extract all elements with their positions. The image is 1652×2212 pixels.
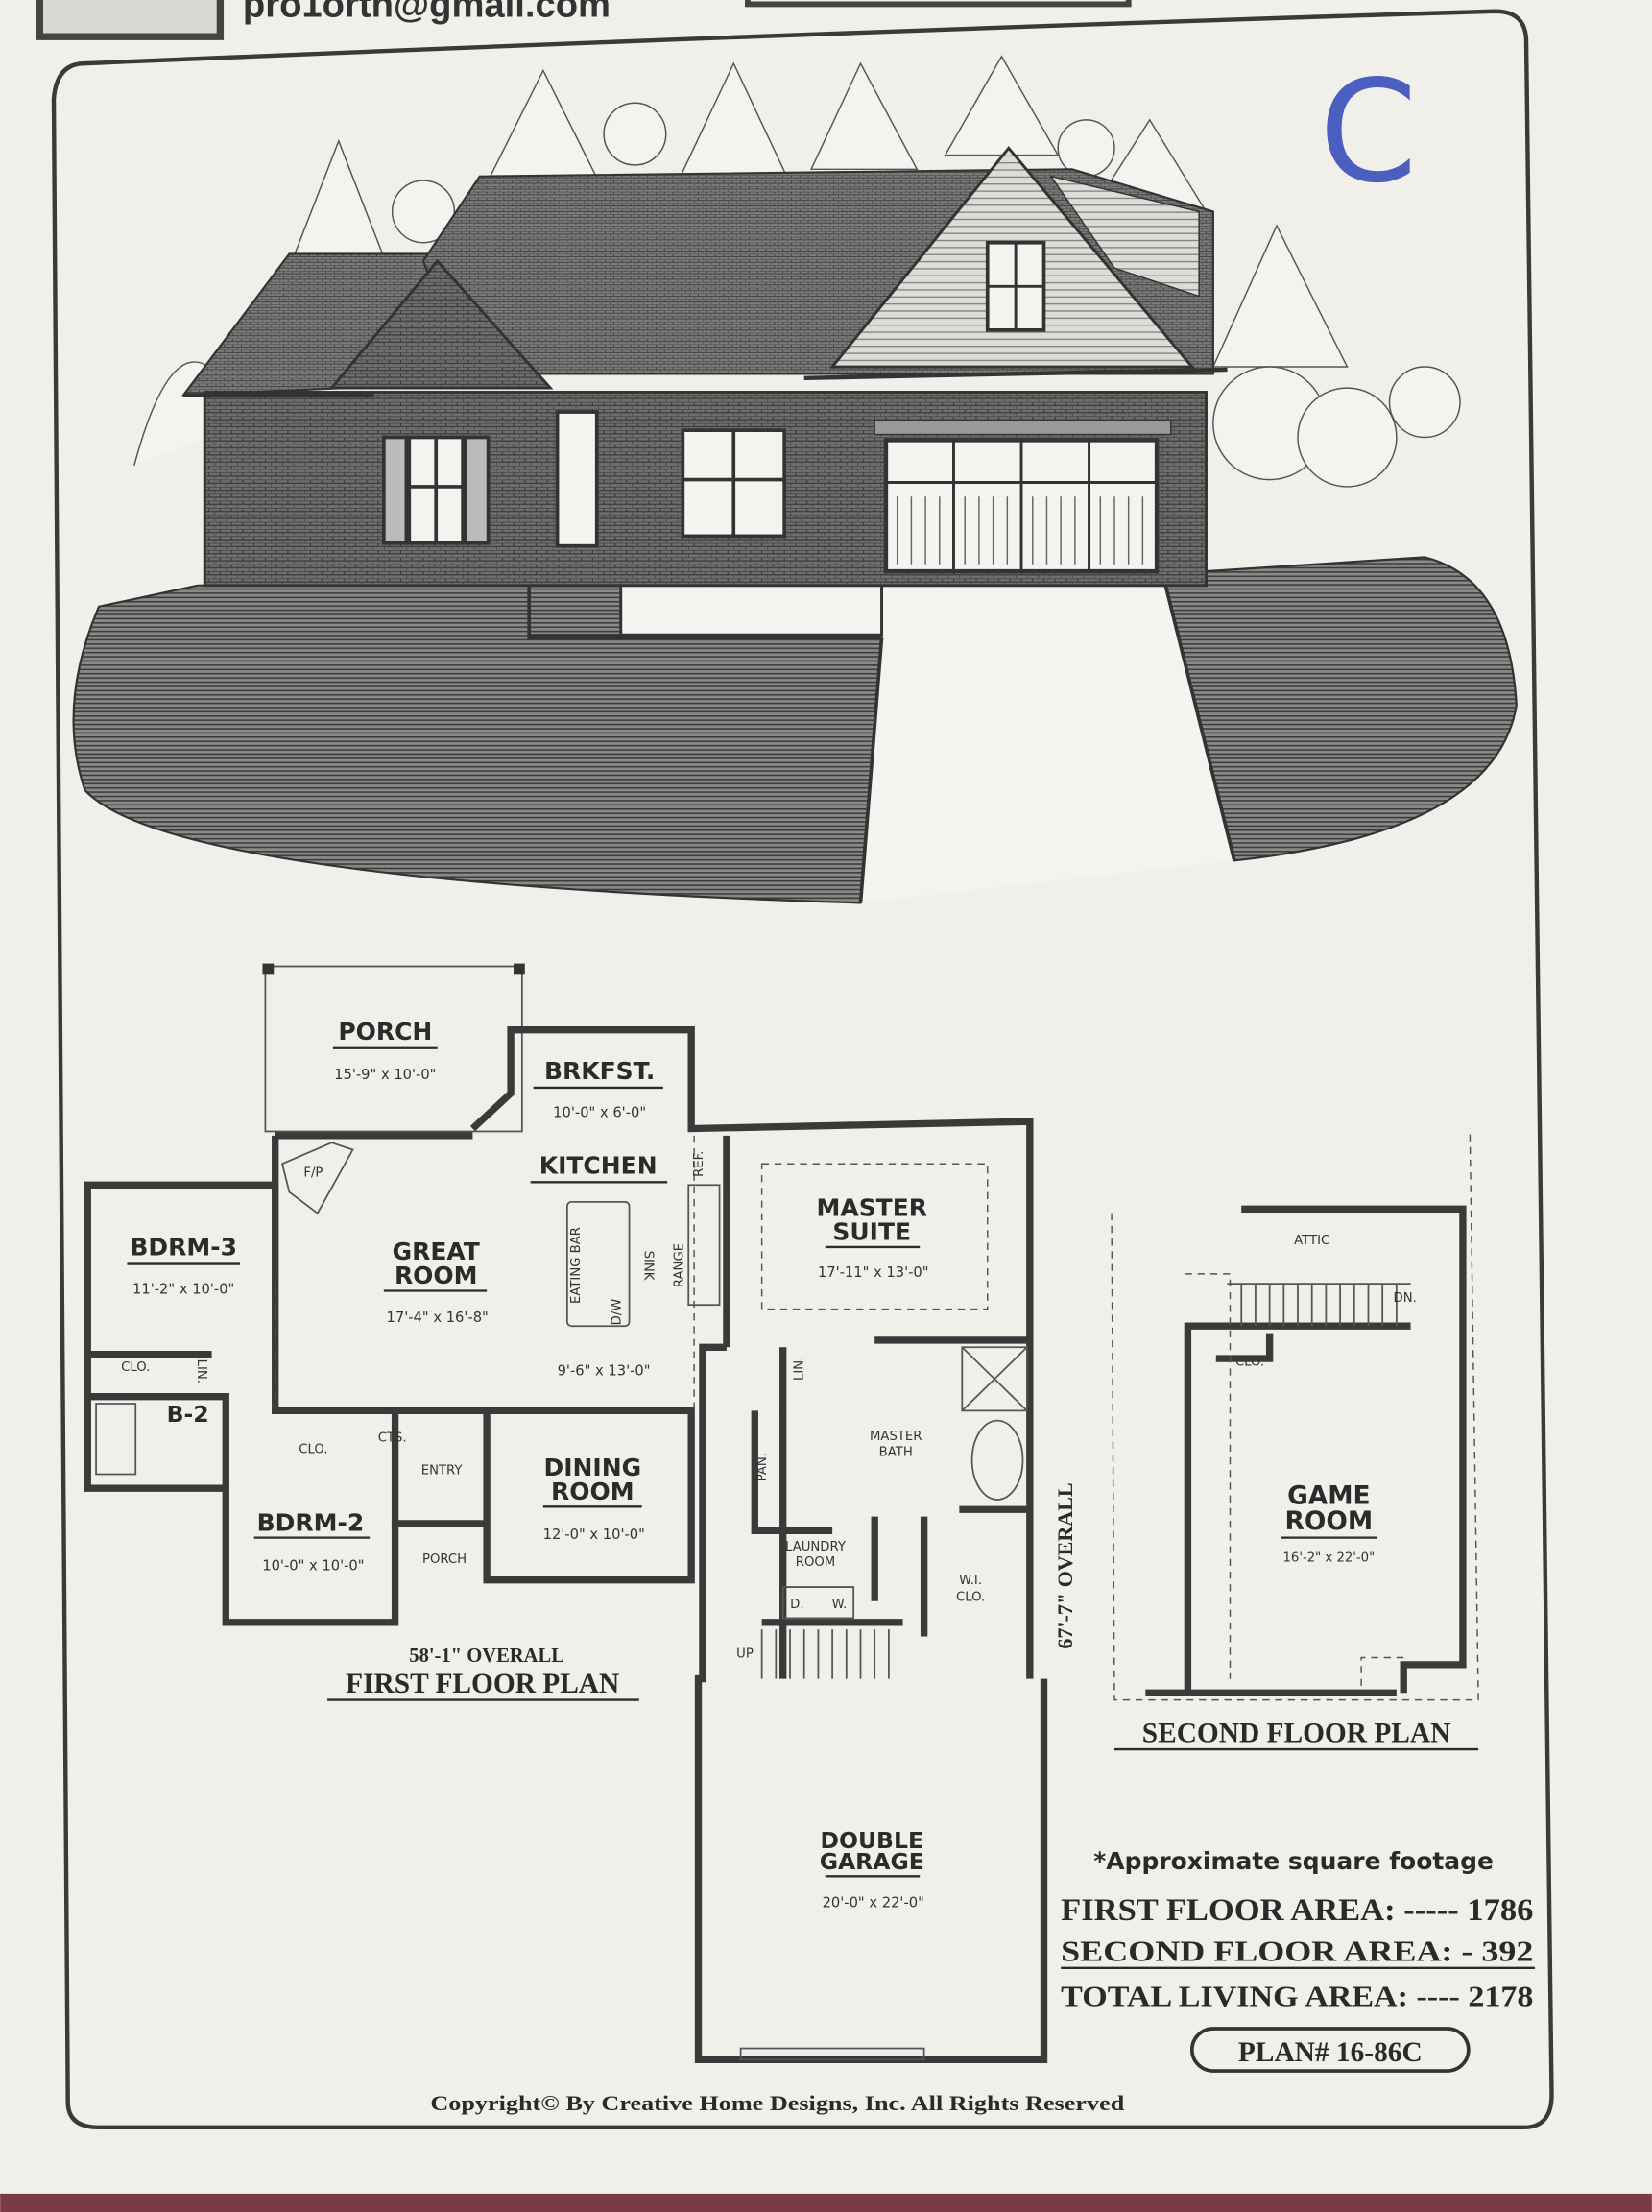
dryer-label: D.: [790, 1598, 803, 1612]
sheet-border: [51, 9, 1554, 2130]
table-edge: [0, 2193, 1652, 2212]
header-email: pro1orth@gmail.com: [243, 0, 611, 26]
eating-bar-label: EATING BAR: [569, 1227, 584, 1304]
room-label-game-room-2: ROOM: [1285, 1506, 1374, 1536]
room-label-wi-clo-1: W.I.: [959, 1574, 982, 1588]
area-summary: *Approximate square footage FIRST FLOOR …: [1061, 1847, 1535, 2073]
room-label-laundry-2: ROOM: [796, 1555, 835, 1570]
room-label-bdrm3: BDRM-3: [130, 1234, 237, 1262]
room-label-entry: ENTRY: [421, 1464, 464, 1479]
fireplace-label: F/P: [303, 1166, 323, 1180]
room-dim-porch: 15'-9" x 10'-0": [334, 1067, 436, 1083]
closet-label-bdrm3: CLO.: [121, 1360, 150, 1375]
ref-label: REF.: [692, 1151, 706, 1177]
header-logo-box: [36, 0, 225, 40]
attic-label: ATTIC: [1294, 1234, 1329, 1248]
room-label-dining-1: DINING: [544, 1454, 642, 1481]
room-dim-garage: 20'-0" x 22'-0": [823, 1895, 924, 1911]
room-label-front-porch: PORCH: [422, 1552, 467, 1567]
dishwasher-label: D/W: [611, 1299, 625, 1326]
driveway: [860, 578, 1234, 903]
header-box: [745, 0, 1132, 8]
room-label-garage-2: GARAGE: [820, 1848, 924, 1875]
room-label-porch: PORCH: [338, 1018, 432, 1046]
room-label-b2: B-2: [167, 1401, 209, 1428]
copyright: Copyright© By Creative Home Designs, Inc…: [430, 2091, 1124, 2115]
overall-depth: 67'-7" OVERALL: [1053, 1482, 1077, 1648]
first-floor-title: FIRST FLOOR PLAN: [346, 1669, 619, 1699]
room-dim-game-room: 16'-2" x 22'-0": [1283, 1551, 1376, 1566]
room-label-master-bath-2: BATH: [879, 1445, 913, 1459]
room-label-kitchen: KITCHEN: [539, 1152, 658, 1180]
first-floor-plan: PORCH 15'-9" x 10'-0" BRKFST. 10'-0" x 6…: [84, 963, 1077, 2063]
room-label-great-room-1: GREAT: [393, 1238, 480, 1265]
coats-label: CTS.: [378, 1431, 407, 1446]
room-label-wi-clo-2: CLO.: [956, 1591, 985, 1605]
overall-width: 58'-1" OVERALL: [409, 1646, 564, 1667]
linen-label-master: LIN.: [792, 1357, 806, 1381]
handwritten-mark: C: [1319, 50, 1418, 214]
room-label-laundry-1: LAUNDRY: [785, 1540, 847, 1554]
room-label-bdrm2: BDRM-2: [257, 1508, 365, 1536]
front-elevation: [72, 55, 1518, 904]
closet-label-second: CLO.: [1235, 1355, 1264, 1369]
closet-label-bdrm2: CLO.: [299, 1442, 327, 1456]
room-label-master-suite-2: SUITE: [832, 1218, 911, 1246]
room-label-master-bath-1: MASTER: [870, 1430, 922, 1444]
room-label-great-room-2: ROOM: [395, 1262, 478, 1289]
stairs-up-label: UP: [736, 1647, 754, 1662]
area-note: *Approximate square footage: [1093, 1847, 1494, 1875]
room-dim-master-suite: 17'-11" x 13'-0": [818, 1264, 929, 1281]
windows: [382, 410, 786, 548]
room-dim-brkfst: 10'-0" x 6'-0": [553, 1105, 646, 1121]
sink-label: SINK: [641, 1251, 656, 1281]
room-label-game-room-1: GAME: [1287, 1480, 1371, 1510]
room-label-dining-2: ROOM: [551, 1478, 634, 1505]
total-living-area: TOTAL LIVING AREA: ---- 2178: [1061, 1980, 1533, 2012]
room-dim-kitchen: 9'-6" x 13'-0": [558, 1363, 651, 1380]
range-label: RANGE: [672, 1243, 686, 1287]
plan-number: PLAN# 16-86C: [1238, 2037, 1423, 2068]
linen-label: LIN.: [194, 1359, 208, 1383]
second-floor-title: SECOND FLOOR PLAN: [1142, 1719, 1451, 1749]
stairs-down-label: DN.: [1394, 1291, 1417, 1306]
washer-label: W.: [832, 1598, 848, 1612]
second-floor-plan: ATTIC DN. CLO. GAME ROOM 16'-2" x 22'-0"…: [1111, 1128, 1479, 1751]
left-gable: [328, 258, 554, 390]
second-floor-area: SECOND FLOOR AREA: - 392: [1061, 1935, 1533, 1967]
pantry-label: PAN.: [755, 1453, 770, 1481]
room-label-master-suite-1: MASTER: [817, 1194, 927, 1222]
room-label-brkfst: BRKFST.: [544, 1057, 655, 1085]
room-dim-bdrm3: 11'-2" x 10'-0": [132, 1281, 234, 1297]
room-label-garage-1: DOUBLE: [820, 1827, 923, 1854]
room-dim-bdrm2: 10'-0" x 10'-0": [262, 1557, 364, 1574]
header: pro1orth@gmail.com: [36, 0, 1132, 40]
room-dim-dining: 12'-0" x 10'-0": [543, 1527, 645, 1543]
room-dim-great-room: 17'-4" x 16'-8": [387, 1310, 489, 1326]
first-floor-area: FIRST FLOOR AREA: ----- 1786: [1061, 1892, 1533, 1927]
